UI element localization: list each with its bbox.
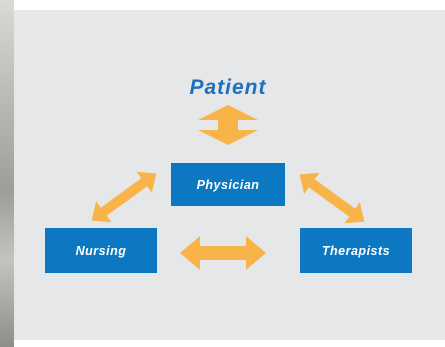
physician-box: Physician: [171, 163, 285, 206]
background-photo-edge: [0, 0, 14, 347]
nursing-label: Nursing: [75, 243, 127, 258]
nursing-box: Nursing: [45, 228, 157, 273]
therapists-label: Therapists: [321, 243, 391, 258]
arrow-physician-nursing: [91, 171, 157, 223]
arrow-physician-therapists: [299, 172, 365, 224]
arrow-nursing-therapists: [180, 236, 266, 270]
physician-label: Physician: [196, 177, 260, 192]
therapists-box: Therapists: [300, 228, 412, 273]
patient-title: Patient: [189, 76, 267, 99]
arrow-patient-physician: [198, 105, 258, 145]
